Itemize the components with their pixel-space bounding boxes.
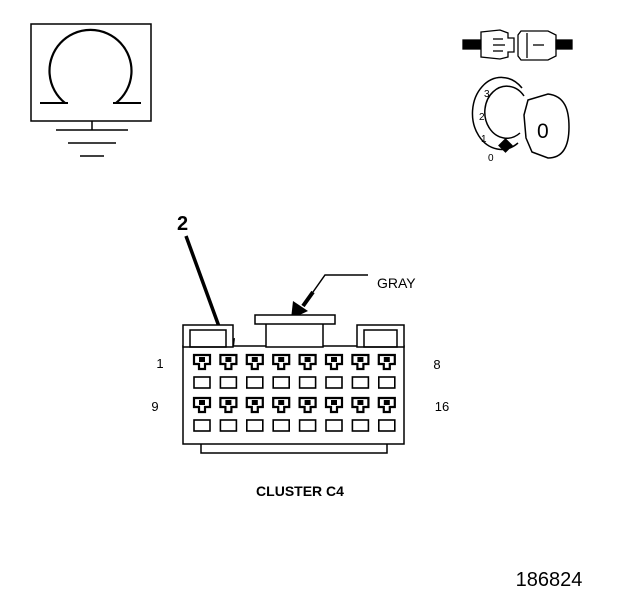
pin-terminal-14 (331, 400, 337, 405)
key-mark: 0 (537, 120, 549, 143)
pin-slot-14 (325, 419, 343, 432)
pin-grid (192, 353, 396, 432)
ignition-position-3: 3 (484, 89, 490, 100)
pin-terminal-2 (225, 357, 232, 362)
pin-slot-6 (325, 376, 343, 389)
wire-left (462, 39, 482, 50)
pin-terminal-4 (278, 357, 285, 362)
pin-label-9: 9 (151, 399, 158, 414)
connector-name: CLUSTER C4 (256, 483, 344, 499)
connector-latch-body (265, 320, 324, 348)
pin-terminal-3 (251, 357, 258, 362)
pin-slot-7 (351, 376, 370, 389)
pin-slot-3 (246, 376, 264, 389)
pin-terminal-6 (331, 357, 337, 362)
ignition-position-1: 1 (481, 134, 487, 145)
switch-inner-ring (484, 85, 525, 139)
connector-housing (182, 314, 405, 454)
pin-slot-10 (219, 419, 238, 432)
pin-terminal-9 (199, 400, 205, 405)
pin-terminal-15 (357, 400, 364, 405)
pin-slot-2 (219, 376, 238, 389)
meter-frame (30, 23, 152, 122)
pin-terminal-13 (304, 400, 311, 405)
pin-label-8: 8 (433, 357, 440, 372)
pin-terminal-8 (383, 357, 390, 362)
pin-slot-8 (377, 376, 396, 389)
pin-terminal-16 (383, 400, 390, 405)
pin-slot-11 (246, 419, 264, 432)
connector-disconnect-icon (462, 29, 573, 61)
pin-label-1: 1 (156, 356, 163, 371)
pin-label-16: 16 (435, 399, 449, 414)
pin-slot-13 (298, 419, 317, 432)
gray-pointer (291, 274, 368, 319)
pin-terminal-12 (278, 400, 285, 405)
callout-label: 2 (177, 213, 188, 235)
figure-number: 186824 (516, 569, 583, 591)
connector-ear-left-inner (189, 329, 227, 348)
omega-symbol (48, 28, 133, 104)
connector-latch (254, 314, 336, 325)
pin-terminal-11 (251, 400, 258, 405)
connector-ear-right-inner (363, 329, 398, 348)
ignition-key-icon (523, 93, 570, 159)
pin-slot-12 (272, 419, 291, 432)
pin-slot-1 (193, 376, 211, 389)
switch-dial (471, 76, 523, 151)
pin-terminal-5 (304, 357, 311, 362)
pin-slot-4 (272, 376, 291, 389)
pin-terminal-1 (199, 357, 205, 362)
connector-body (182, 345, 405, 445)
color-label: GRAY (377, 275, 416, 291)
pin-slot-16 (377, 419, 396, 432)
ignition-position-2: 2 (479, 112, 485, 123)
pin-terminal-10 (225, 400, 232, 405)
pin-slot-5 (298, 376, 317, 389)
pin-slot-15 (351, 419, 370, 432)
wire-right (555, 39, 573, 50)
switch-pointer (498, 138, 513, 153)
pin-terminal-7 (357, 357, 364, 362)
ignition-position-0: 0 (488, 153, 494, 164)
pin-slot-9 (193, 419, 211, 432)
ignition-switch-icon (471, 76, 570, 159)
ohmmeter-icon (30, 23, 152, 157)
